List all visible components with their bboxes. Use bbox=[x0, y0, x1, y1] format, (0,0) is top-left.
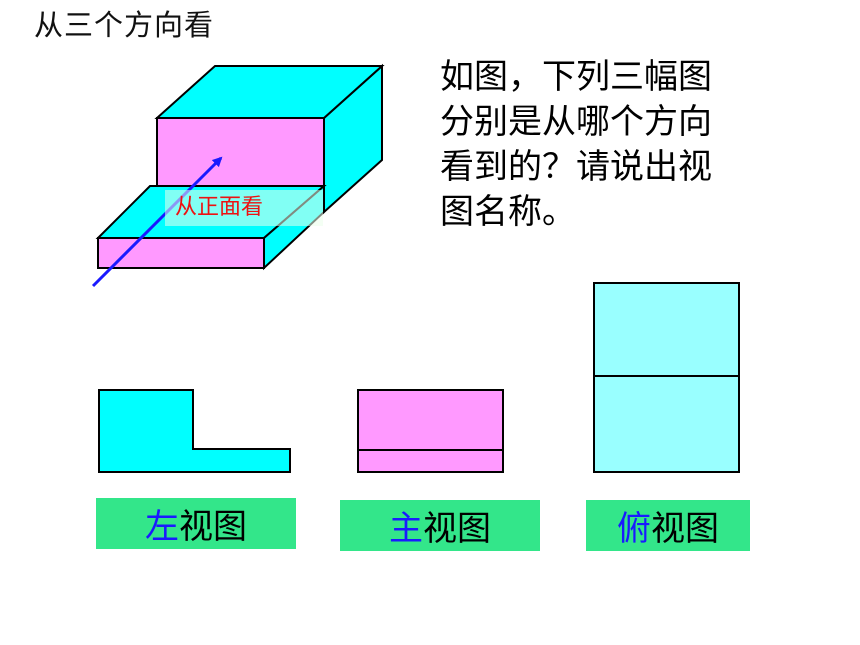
question-line: 图名称。 bbox=[440, 192, 576, 232]
left-view-label: 左视图 bbox=[96, 498, 296, 549]
left-view-shape bbox=[98, 389, 291, 473]
top-view-label-highlight: 俯 bbox=[617, 509, 651, 549]
front-view-label: 主视图 bbox=[340, 500, 540, 551]
front-view-shape bbox=[357, 389, 504, 473]
question-line: 分别是从哪个方向 bbox=[440, 102, 712, 142]
left-view-label-rest: 视图 bbox=[179, 507, 247, 547]
arrow-label: 从正面看 bbox=[165, 190, 323, 226]
base-slab-front bbox=[97, 237, 265, 269]
question-text: 如图，下列三幅图 分别是从哪个方向 看到的？请说出视 图名称。 bbox=[440, 55, 770, 235]
top-view-shape bbox=[593, 282, 740, 473]
top-view-label-rest: 视图 bbox=[651, 509, 719, 549]
front-view-label-highlight: 主 bbox=[389, 509, 423, 549]
question-line: 如图，下列三幅图 bbox=[440, 57, 712, 97]
left-view-label-highlight: 左 bbox=[145, 507, 179, 547]
front-view-label-rest: 视图 bbox=[423, 509, 491, 549]
question-line: 看到的？请说出视 bbox=[440, 147, 712, 187]
page-title: 从三个方向看 bbox=[34, 8, 215, 42]
tall-block-front bbox=[156, 117, 325, 187]
view-direction-arrow bbox=[91, 156, 223, 288]
top-view-label: 俯视图 bbox=[586, 500, 750, 551]
